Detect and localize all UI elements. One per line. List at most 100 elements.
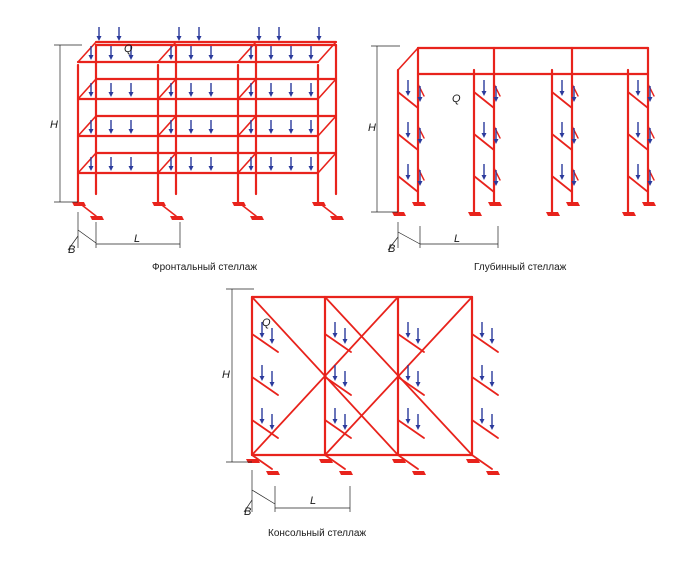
down-arrow-icon [481, 80, 487, 96]
side-beam [157, 78, 177, 100]
rail-arm [551, 91, 573, 109]
cross-brace [251, 296, 399, 456]
down-arrow-icon [635, 122, 641, 138]
cantilever-arm [324, 333, 352, 353]
rail-arm [627, 175, 649, 193]
cantilever-length-label: L [310, 495, 316, 507]
down-arrow-icon [88, 120, 94, 134]
base-plate [486, 471, 500, 475]
cantilever-arm [471, 376, 499, 396]
rail-arm [551, 133, 573, 151]
frontal-rack-frame [72, 40, 344, 220]
deep-rack-dimensions [371, 45, 499, 251]
down-arrow-icon [308, 120, 314, 134]
frontal-rack-loads [88, 27, 322, 171]
down-arrow-icon [96, 27, 102, 41]
base-plate [72, 202, 86, 206]
down-arrow-icon [188, 120, 194, 134]
rail-tip [647, 125, 655, 139]
down-arrow-icon [405, 322, 411, 338]
down-arrow-icon [479, 322, 485, 338]
down-arrow-icon [308, 83, 314, 97]
cantilever-arm [251, 376, 279, 396]
deep-length-label: L [454, 233, 460, 245]
down-arrow-icon [269, 328, 275, 344]
side-beam [237, 115, 257, 137]
base-plate [330, 216, 344, 220]
down-arrow-icon [259, 365, 265, 381]
down-arrow-icon [268, 120, 274, 134]
down-arrow-icon [635, 80, 641, 96]
side-beam [237, 78, 257, 100]
base-plate [90, 216, 104, 220]
down-arrow-icon [571, 128, 577, 144]
cantilever-arm [471, 419, 499, 439]
cantilever-rack-loads [259, 322, 495, 430]
down-arrow-icon [489, 414, 495, 430]
down-arrow-icon [405, 408, 411, 424]
cantilever-rack-dimensions [226, 288, 351, 513]
down-arrow-icon [635, 164, 641, 180]
side-beam [317, 115, 337, 137]
down-arrow-icon [316, 27, 322, 41]
down-arrow-icon [176, 27, 182, 41]
cantilever-rack-caption: Консольный стеллаж [268, 528, 366, 539]
side-beam [157, 152, 177, 174]
rail-arm [397, 175, 419, 193]
base-plate [412, 202, 426, 206]
down-arrow-icon [248, 46, 254, 60]
side-beam [237, 152, 257, 174]
deep-depth-label: B [388, 243, 395, 255]
base-plate [392, 212, 406, 216]
deep-height-label: H [368, 122, 376, 134]
down-arrow-icon [269, 371, 275, 387]
cantilever-arm [251, 419, 279, 439]
cantilever-rack-frame [246, 295, 500, 475]
cantilever-arm [251, 333, 279, 353]
down-arrow-icon [208, 83, 214, 97]
frontal-load-label: Q [124, 43, 133, 55]
down-arrow-icon [168, 157, 174, 171]
base-leg [397, 454, 419, 470]
down-arrow-icon [493, 170, 499, 186]
down-arrow-icon [248, 157, 254, 171]
down-arrow-icon [489, 328, 495, 344]
frontal-length-label: L [134, 233, 140, 245]
rail-arm [473, 91, 495, 109]
base-plate [152, 202, 166, 206]
base-plate [319, 459, 333, 463]
down-arrow-icon [559, 80, 565, 96]
down-arrow-icon [405, 365, 411, 381]
rail-tip [493, 125, 501, 139]
down-arrow-icon [415, 328, 421, 344]
base-plate [622, 212, 636, 216]
cantilever-arm [397, 333, 425, 353]
base-leg [251, 454, 273, 470]
down-arrow-icon [108, 46, 114, 60]
down-arrow-icon [342, 371, 348, 387]
down-arrow-icon [489, 371, 495, 387]
down-arrow-icon [168, 120, 174, 134]
down-arrow-icon [276, 27, 282, 41]
down-arrow-icon [571, 170, 577, 186]
down-arrow-icon [288, 120, 294, 134]
cantilever-arm [324, 419, 352, 439]
down-arrow-icon [268, 83, 274, 97]
down-arrow-icon [269, 414, 275, 430]
down-arrow-icon [332, 408, 338, 424]
base-plate [246, 459, 260, 463]
base-plate [266, 471, 280, 475]
down-arrow-icon [308, 46, 314, 60]
down-arrow-icon [415, 414, 421, 430]
down-arrow-icon [342, 328, 348, 344]
down-arrow-icon [647, 128, 653, 144]
rail-tip [417, 167, 425, 181]
base-plate [392, 459, 406, 463]
base-plate [250, 216, 264, 220]
down-arrow-icon [188, 157, 194, 171]
down-arrow-icon [332, 322, 338, 338]
base-leg [471, 454, 493, 470]
down-arrow-icon [405, 80, 411, 96]
down-arrow-icon [116, 27, 122, 41]
